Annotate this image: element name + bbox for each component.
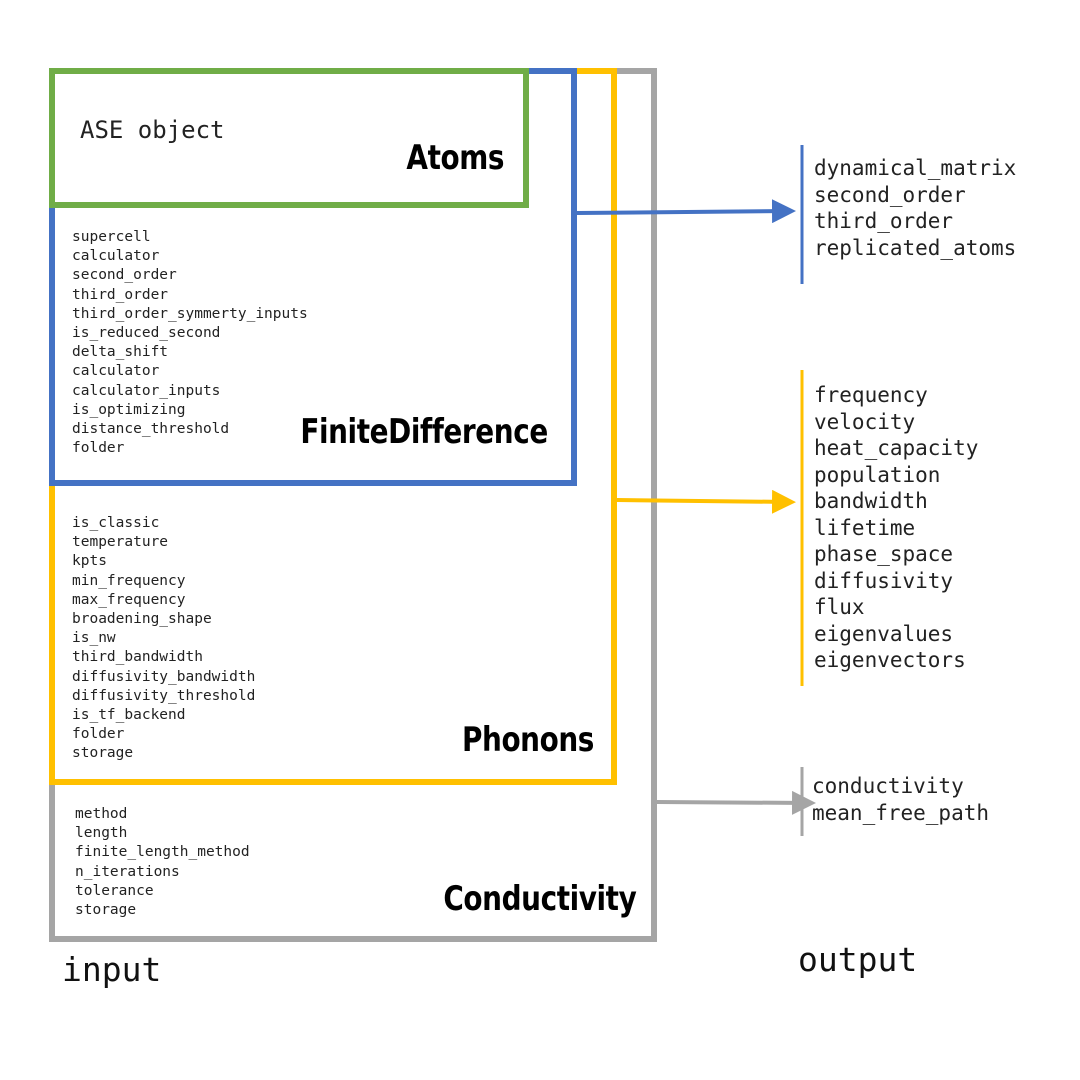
finite-difference-param: distance_threshold (72, 421, 230, 438)
phonons-output: flux (814, 595, 865, 619)
atoms-box (49, 68, 529, 208)
conductivity-param: finite_length_method (75, 844, 250, 861)
phonons-param: is_nw (72, 630, 116, 647)
phonons-param: third_bandwidth (72, 649, 203, 666)
phonons-param: is_classic (72, 515, 160, 531)
conductivity-output: conductivity (812, 774, 964, 798)
finite-difference-title: FiniteDifference (300, 412, 549, 452)
phonons-output: diffusivity (814, 568, 954, 593)
finite-difference-param: is_reduced_second (72, 325, 221, 342)
phonons-output: heat_capacity (814, 436, 979, 460)
phonons-param: diffusivity_bandwidth (72, 668, 256, 685)
finite-difference-output: second_order (814, 182, 966, 207)
phonons-output: population (814, 462, 941, 487)
finite-difference-param: is_optimizing (72, 401, 186, 418)
output-label: output (798, 940, 918, 979)
conductivity-title: Conductivity (443, 879, 636, 919)
finite-difference-param: second_order (72, 267, 177, 284)
phonons-output: phase_space (814, 542, 954, 566)
conductivity-output: mean_free_path (812, 800, 990, 825)
input-label: input (62, 950, 162, 989)
phonons-output: frequency (814, 383, 928, 407)
conductivity-arrow (656, 790, 816, 815)
finite-difference-param: calculator_inputs (72, 382, 221, 399)
atoms-content: ASE object (80, 116, 225, 144)
finite-difference-param: third_order (72, 286, 169, 303)
finite-difference-param: folder (72, 440, 125, 457)
finite-difference-params: supercell calculator second_order third_ord… (72, 228, 308, 458)
phonons-param: diffusivity_threshold (72, 687, 256, 704)
conductivity-param: storage (75, 902, 137, 919)
phonons-param: broadening_shape (72, 611, 212, 628)
finite-difference-param: supercell (72, 229, 151, 245)
finite-difference-arrow (576, 199, 796, 224)
finite-difference-param: calculator (72, 363, 160, 380)
conductivity-param: method (75, 806, 128, 822)
finite-difference-param: third_order_symmerty_inputs (72, 305, 308, 322)
phonons-output: eigenvalues (814, 621, 954, 646)
phonons-param: storage (72, 745, 134, 762)
finite-difference-param: calculator (72, 248, 160, 265)
phonons-title: Phonons (461, 720, 594, 760)
phonons-output: bandwidth (814, 489, 928, 513)
phonons-output: eigenvectors (814, 648, 966, 672)
phonons-output: lifetime (814, 515, 916, 540)
conductivity-param: n_iterations (75, 863, 180, 880)
phonons-arrow (616, 489, 796, 514)
phonons-param: max_frequency (72, 591, 186, 608)
conductivity-params: method length finite_length_method n_iterat… (75, 805, 250, 920)
phonons-param: temperature (72, 534, 169, 551)
phonons-output: velocity (814, 409, 916, 434)
phonons-param: is_tf_backend (72, 707, 186, 724)
finite-difference-param: delta_shift (72, 344, 169, 361)
phonons-param: min_frequency (72, 572, 186, 589)
phonons-param: folder (72, 726, 125, 743)
atoms-title: Atoms (406, 138, 504, 178)
phonons-param: kpts (72, 553, 107, 570)
conductivity-param: tolerance (75, 882, 154, 899)
finite-difference-output: replicated_atoms (814, 235, 1017, 260)
conductivity-param: length (75, 825, 128, 842)
finite-difference-output: third_order (814, 209, 954, 233)
finite-difference-output: dynamical_matrix (814, 156, 1017, 180)
